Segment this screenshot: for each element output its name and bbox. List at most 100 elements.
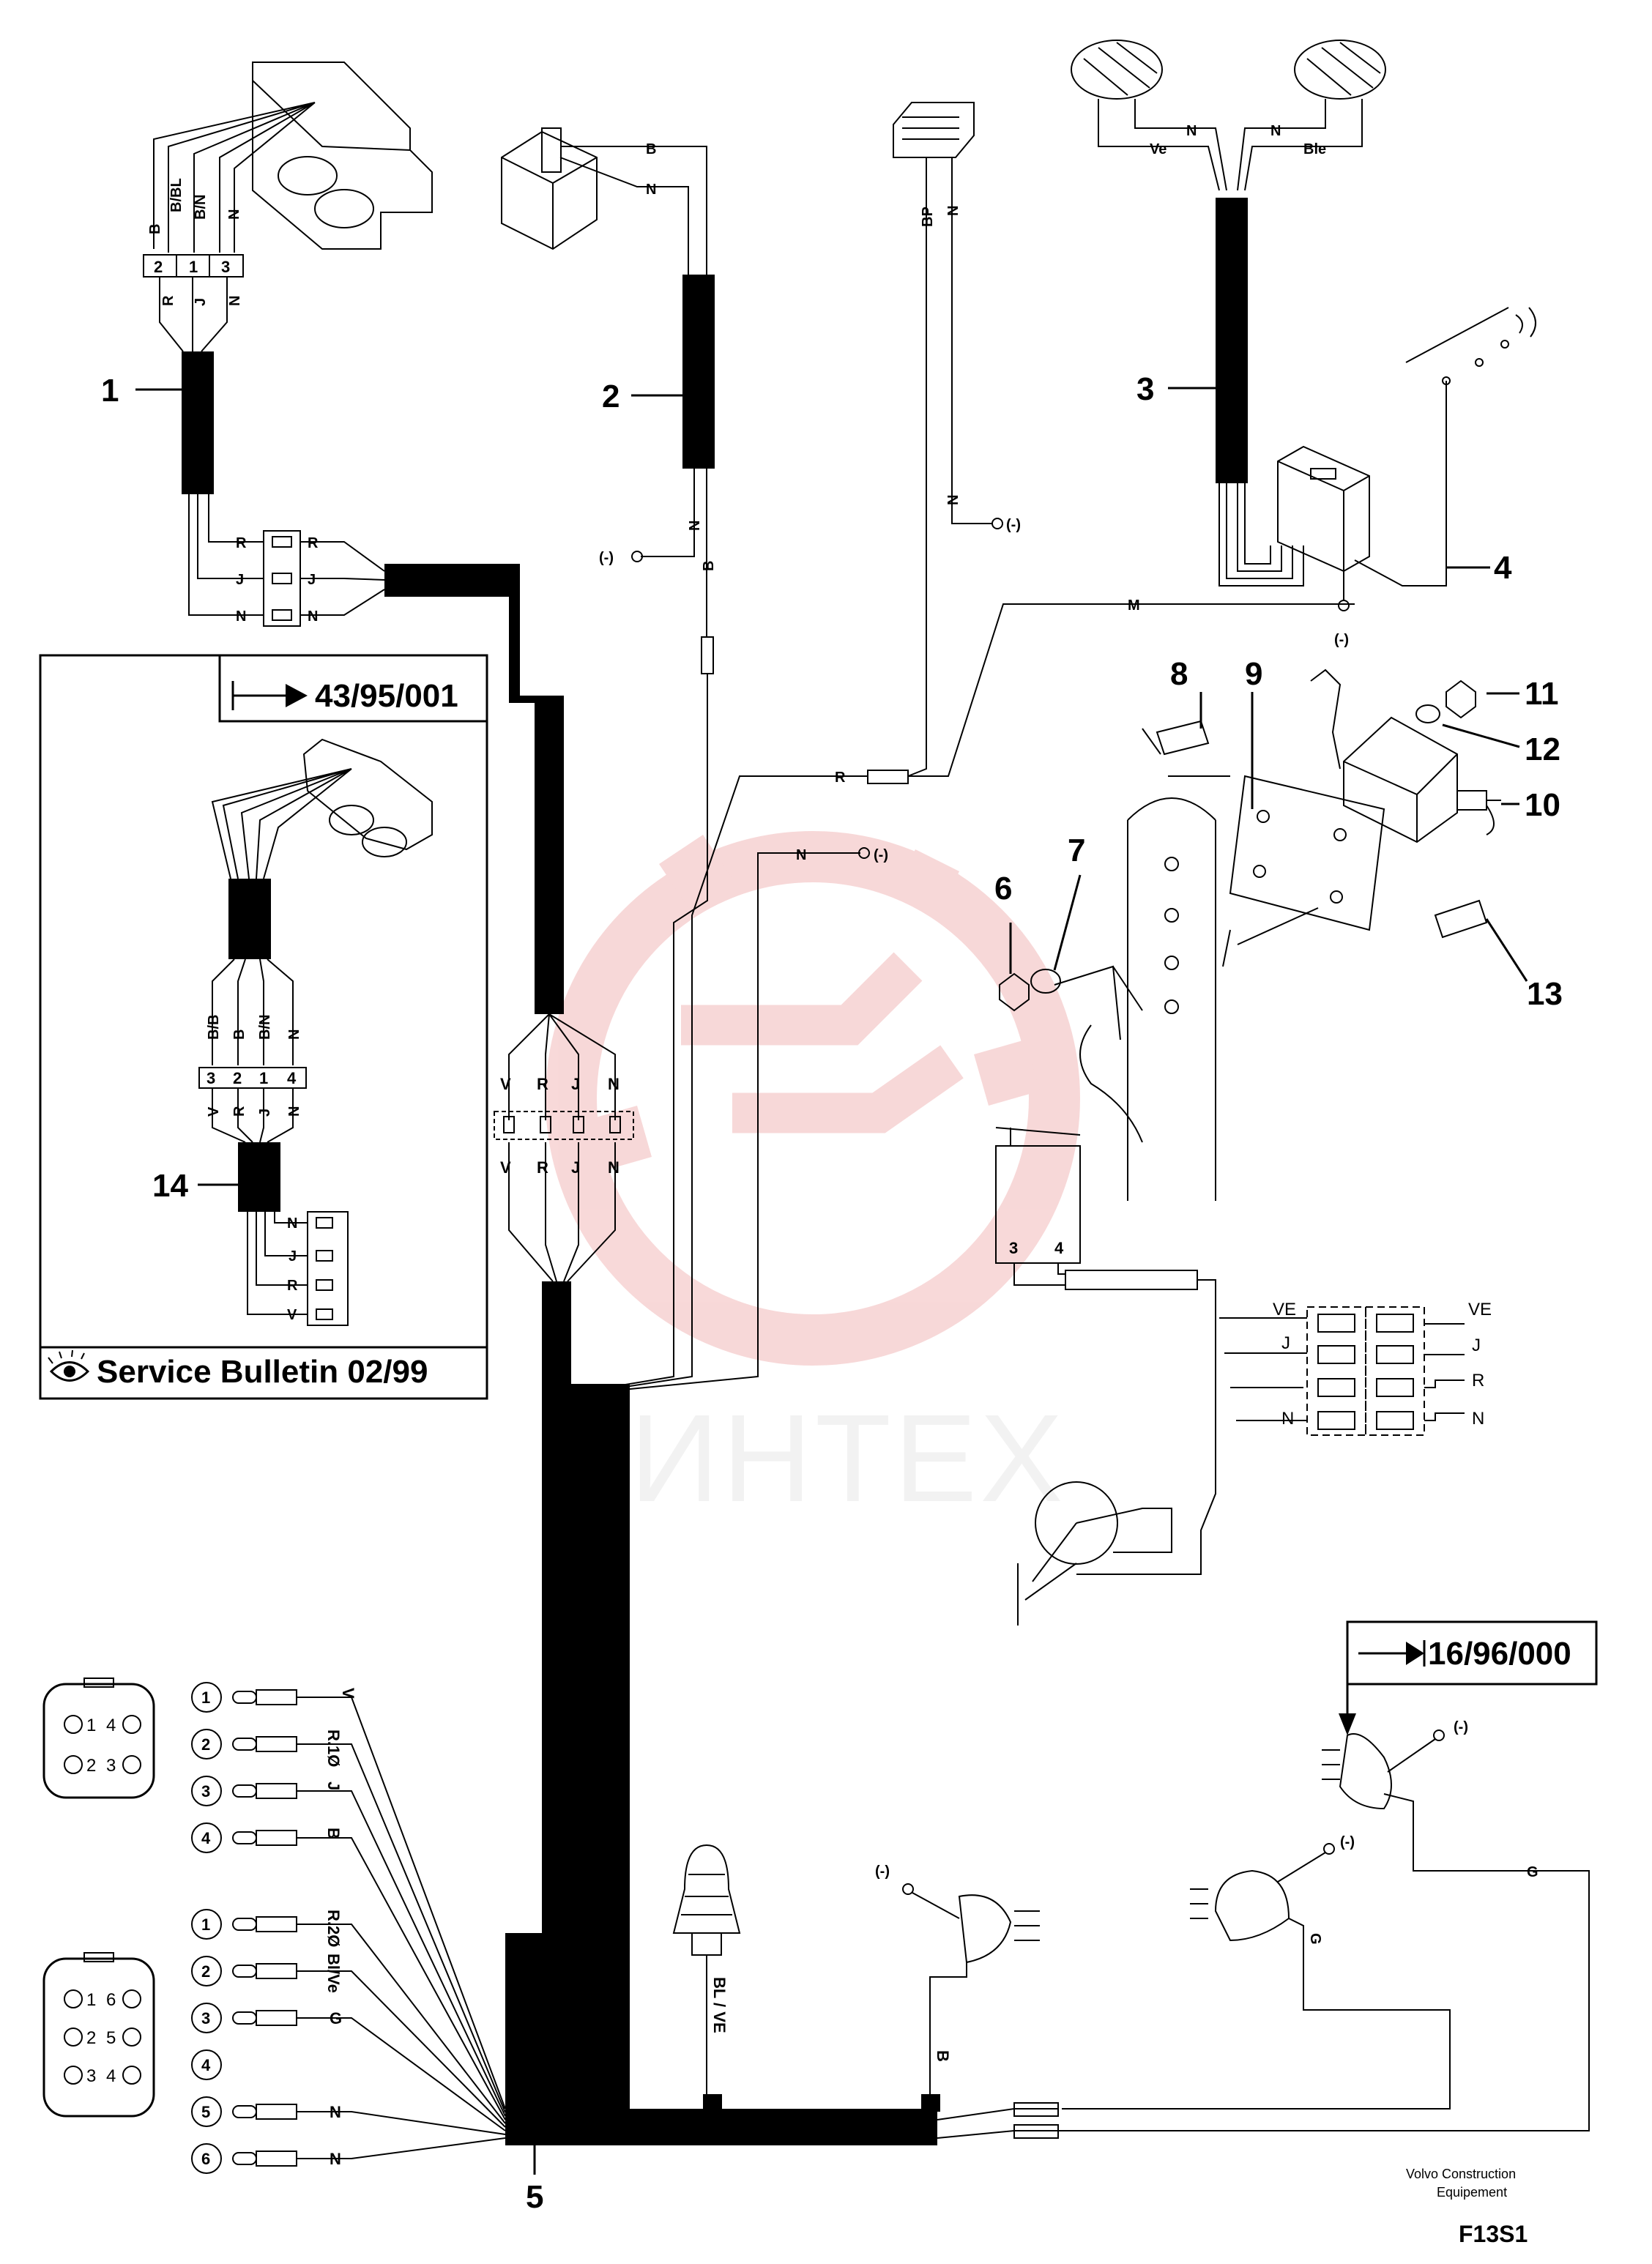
svg-text:B: B bbox=[324, 1828, 343, 1839]
callout-11: 11 bbox=[1525, 676, 1559, 712]
component-3: Ve N N Ble 3 bbox=[1071, 40, 1386, 587]
connector-1 bbox=[263, 530, 301, 627]
svg-text:M: M bbox=[1128, 597, 1140, 614]
svg-text:N: N bbox=[286, 1029, 302, 1040]
svg-text:R: R bbox=[231, 1106, 248, 1117]
component-1: B B/BL B/N N 2 1 3 R J N 1 R J N R J N bbox=[101, 62, 433, 627]
svg-text:1: 1 bbox=[201, 1915, 210, 1934]
svg-text:J: J bbox=[257, 1109, 273, 1117]
svg-text:R.1Ø: R.1Ø bbox=[324, 1729, 343, 1767]
washer-icon bbox=[1030, 969, 1061, 994]
callout-8: 8 bbox=[1170, 656, 1188, 692]
svg-text:N: N bbox=[945, 206, 961, 216]
svg-text:B: B bbox=[701, 561, 717, 571]
svg-text:N: N bbox=[286, 1106, 302, 1117]
ground-icon bbox=[1338, 600, 1350, 611]
svg-text:J: J bbox=[236, 572, 244, 588]
plug-top: 1 4 2 3 bbox=[42, 1677, 155, 1799]
svg-text:N: N bbox=[687, 521, 703, 531]
svg-text:R.2Ø: R.2Ø bbox=[324, 1910, 343, 1947]
arrow-right-icon bbox=[286, 684, 308, 707]
svg-text:B/N: B/N bbox=[257, 1015, 273, 1040]
svg-text:N: N bbox=[308, 608, 318, 625]
beacon: BL / VE bbox=[672, 1844, 741, 2094]
svg-text:(-): (-) bbox=[1334, 632, 1349, 648]
svg-text:R: R bbox=[835, 770, 846, 786]
inline-fuse-2 bbox=[867, 770, 909, 784]
return-wires bbox=[937, 2108, 1058, 2139]
connector-vrjn bbox=[494, 1111, 634, 1140]
svg-text:J: J bbox=[193, 298, 209, 306]
work-lamp-left-icon bbox=[1071, 40, 1163, 100]
svg-text:4: 4 bbox=[106, 1716, 116, 1735]
svg-text:(-): (-) bbox=[874, 847, 888, 863]
svg-text:VE: VE bbox=[1273, 1300, 1296, 1319]
svg-text:N: N bbox=[608, 1075, 620, 1093]
lamp-g-middle: G (-) bbox=[1062, 1834, 1451, 2110]
ref-box-beacon bbox=[1346, 1620, 1598, 1686]
svg-text:N: N bbox=[1472, 1409, 1484, 1429]
eye-icon bbox=[48, 1349, 90, 1382]
svg-text:3: 3 bbox=[221, 258, 230, 276]
svg-text:4: 4 bbox=[201, 2056, 211, 2074]
svg-text:G: G bbox=[330, 2009, 342, 2027]
svg-text:Ve: Ve bbox=[1150, 141, 1167, 157]
callout-5: 5 bbox=[526, 2179, 543, 2215]
callout-7: 7 bbox=[1068, 833, 1085, 868]
svg-text:(-): (-) bbox=[1454, 1719, 1468, 1735]
sheath-2 bbox=[682, 275, 715, 469]
ground-icon bbox=[902, 1883, 914, 1895]
svg-text:R: R bbox=[537, 1158, 548, 1177]
svg-text:3: 3 bbox=[201, 1782, 210, 1801]
svg-text:G: G bbox=[1307, 1933, 1323, 1945]
svg-text:5: 5 bbox=[201, 2103, 210, 2121]
watermark-gear-icon bbox=[546, 831, 1080, 1366]
lamp-g-upper-icon bbox=[1339, 1733, 1392, 1810]
svg-text:4: 4 bbox=[201, 1829, 211, 1847]
svg-text:N: N bbox=[227, 296, 243, 306]
svg-text:1: 1 bbox=[259, 1069, 268, 1087]
lamp-b-icon bbox=[958, 1894, 1012, 1964]
svg-text:B: B bbox=[646, 141, 656, 157]
svg-text:R: R bbox=[287, 1278, 298, 1294]
svg-text:2: 2 bbox=[154, 258, 163, 276]
callout-14: 14 bbox=[152, 1168, 188, 1204]
relay-block: 3 4 VE J N VE J R N bbox=[995, 1127, 1492, 1626]
inline-sleeve bbox=[1065, 1270, 1198, 1290]
footer: Volvo Construction Equipement F13S1 bbox=[1406, 2167, 1528, 2247]
bolt-icon bbox=[1142, 720, 1210, 756]
callout-6: 6 bbox=[994, 871, 1012, 906]
callout-2: 2 bbox=[602, 379, 620, 414]
svg-text:3: 3 bbox=[106, 1756, 116, 1776]
svg-text:N: N bbox=[646, 182, 656, 198]
svg-text:B: B bbox=[934, 2050, 952, 2062]
svg-text:G: G bbox=[1527, 1864, 1538, 1880]
callout-3: 3 bbox=[1136, 371, 1154, 407]
svg-text:N: N bbox=[945, 495, 961, 505]
connector-block-left bbox=[1306, 1306, 1366, 1436]
plug-4pin-icon bbox=[42, 1683, 155, 1799]
svg-text:B/B: B/B bbox=[206, 1015, 222, 1040]
svg-text:5: 5 bbox=[106, 2028, 116, 2048]
watermark: ИНТЕХ bbox=[546, 831, 1080, 1528]
svg-text:4: 4 bbox=[287, 1069, 297, 1087]
inline-fuse-3 bbox=[1013, 2102, 1059, 2117]
control-module-icon bbox=[1277, 445, 1370, 573]
svg-text:1: 1 bbox=[86, 1990, 96, 2010]
svg-text:B: B bbox=[231, 1029, 248, 1040]
svg-text:V: V bbox=[287, 1307, 297, 1323]
svg-text:4: 4 bbox=[1054, 1239, 1064, 1257]
component-2: B N 2 N (-) B bbox=[501, 127, 717, 1392]
inline-fuse-4 bbox=[1013, 2124, 1059, 2139]
svg-text:V: V bbox=[206, 1106, 222, 1117]
nut-icon bbox=[1446, 679, 1476, 719]
svg-text:(-): (-) bbox=[1340, 1834, 1355, 1850]
inset-sheath bbox=[228, 879, 271, 959]
mounting-bracket-icon bbox=[1127, 797, 1216, 1201]
connector-block-right bbox=[1365, 1306, 1425, 1436]
svg-text:BL / VE: BL / VE bbox=[710, 1977, 729, 2033]
svg-text:N: N bbox=[1186, 123, 1197, 139]
inset-switch-block-icon bbox=[302, 738, 433, 851]
svg-text:J: J bbox=[289, 1248, 297, 1265]
svg-text:J: J bbox=[1281, 1333, 1290, 1353]
